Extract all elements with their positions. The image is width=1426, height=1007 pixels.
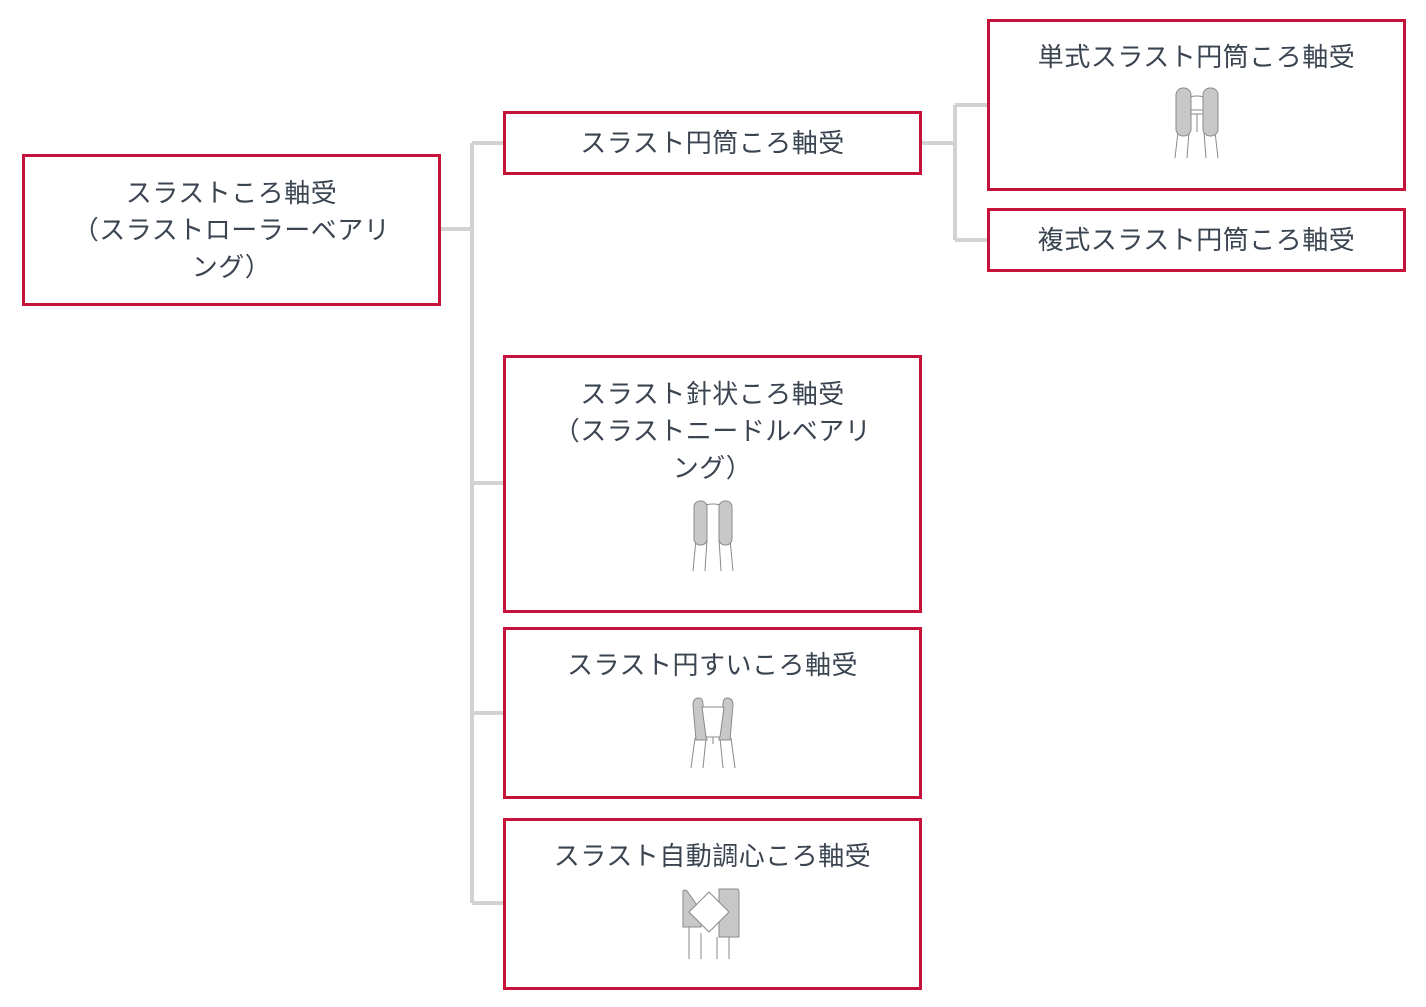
thrust-spherical-roller-bearing-icon	[682, 888, 739, 959]
figure-wrap	[506, 493, 919, 575]
node-label: スラスト自動調心ころ軸受	[553, 841, 872, 871]
node-label: スラストころ軸受 （スラストローラーベアリ ング）	[72, 178, 391, 282]
node-label: スラスト円すいころ軸受	[567, 650, 858, 680]
node-thrust-cylindrical-roller-bearing[interactable]: スラスト円筒ころ軸受	[503, 111, 922, 175]
single-row-thrust-cylindrical-roller-bearing-icon	[1174, 87, 1218, 158]
figure-wrap	[506, 690, 919, 772]
node-thrust-tapered-roller-bearing[interactable]: スラスト円すいころ軸受	[503, 627, 922, 799]
node-label: 複式スラスト円筒ころ軸受	[1037, 224, 1356, 255]
node-thrust-needle-roller-bearing[interactable]: スラスト針状ころ軸受 （スラストニードルベアリ ング）	[503, 355, 922, 613]
thrust-needle-roller-bearing-icon	[692, 500, 733, 571]
figure-wrap	[990, 82, 1403, 162]
node-thrust-spherical-roller-bearing[interactable]: スラスト自動調心ころ軸受	[503, 818, 922, 990]
thrust-tapered-roller-bearing-icon	[690, 697, 735, 768]
figure-wrap	[506, 881, 919, 963]
node-label: スラスト針状ころ軸受 （スラストニードルベアリ ング）	[553, 379, 872, 483]
node-double-row-thrust-cylindrical-roller-bearing[interactable]: 複式スラスト円筒ころ軸受	[987, 208, 1406, 272]
node-single-row-thrust-cylindrical-roller-bearing[interactable]: 単式スラスト円筒ころ軸受	[987, 19, 1406, 191]
node-thrust-roller-bearing-root[interactable]: スラストころ軸受 （スラストローラーベアリ ング）	[22, 154, 441, 306]
node-label: 単式スラスト円筒ころ軸受	[1037, 42, 1356, 72]
node-label: スラスト円筒ころ軸受	[580, 127, 845, 158]
